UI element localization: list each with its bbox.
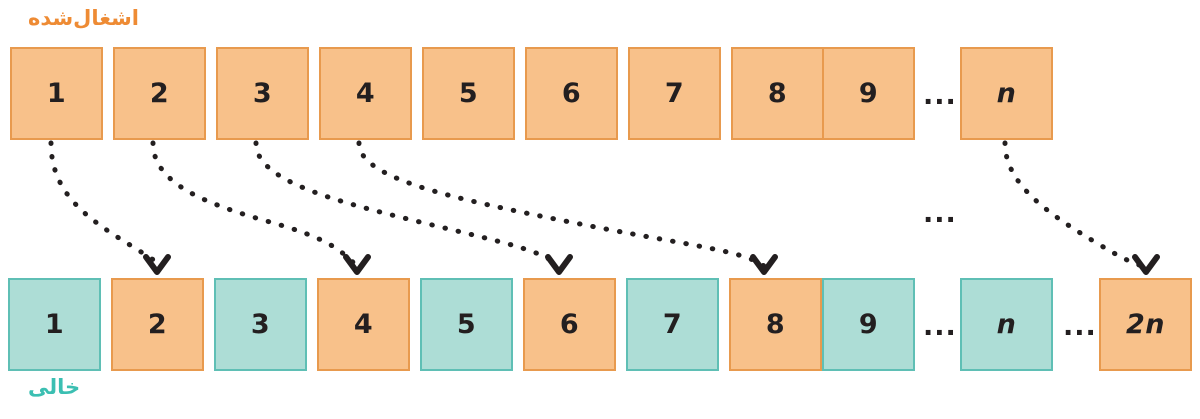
- arrow-head-4-to-8: [750, 254, 778, 275]
- arrow-path-n-to-2n: [1002, 140, 1149, 269]
- bottom-cell-6-value: 6: [559, 309, 580, 340]
- bottom-cell-4: 4: [317, 278, 410, 371]
- top-cell-7: 7: [628, 47, 721, 140]
- top-cell-8: 8: [731, 47, 824, 140]
- top-cell-3-value: 3: [252, 78, 273, 109]
- bottom-cell-8-value: 8: [765, 309, 786, 340]
- bottom-cell-7: 7: [626, 278, 719, 371]
- arrow-path-1-to-2: [48, 140, 161, 269]
- arrow-path-2-to-4: [150, 140, 360, 269]
- arrow-head-1-to-2: [143, 254, 171, 275]
- top-cell-n-value: n: [996, 78, 1017, 109]
- top-row-ellipsis-1: ...: [923, 80, 957, 111]
- bottom-cell-2n-value: 2n: [1125, 309, 1165, 340]
- bottom-cell-7-value: 7: [662, 309, 683, 340]
- top-cell-7-value: 7: [664, 78, 685, 109]
- bottom-row-ellipsis-2: ...: [1063, 311, 1097, 342]
- top-cell-5: 5: [422, 47, 515, 140]
- bottom-cell-5-value: 5: [456, 309, 477, 340]
- top-cell-8-value: 8: [767, 78, 788, 109]
- bottom-cell-1-value: 1: [44, 309, 65, 340]
- arrow-path-3-to-6: [253, 140, 562, 269]
- bottom-cell-2: 2: [111, 278, 204, 371]
- bottom-cell-5: 5: [420, 278, 513, 371]
- top-cell-2: 2: [113, 47, 206, 140]
- bottom-cell-2n: 2n: [1099, 278, 1192, 371]
- bottom-cell-2-value: 2: [147, 309, 168, 340]
- bottom-cell-n: n: [960, 278, 1053, 371]
- bottom-cell-4-value: 4: [353, 309, 374, 340]
- top-cell-1: 1: [10, 47, 103, 140]
- bottom-cell-9-value: 9: [858, 309, 879, 340]
- top-cell-1-value: 1: [46, 78, 67, 109]
- top-cell-3: 3: [216, 47, 309, 140]
- top-cell-n: n: [960, 47, 1053, 140]
- top-cell-6-value: 6: [561, 78, 582, 109]
- top-cell-4: 4: [319, 47, 412, 140]
- bottom-row-ellipsis-1: ...: [923, 311, 957, 342]
- legend-occupied-label: اشغال‌شده: [28, 6, 139, 30]
- arrow-head-2-to-4: [343, 254, 371, 275]
- bottom-cell-8: 8: [729, 278, 822, 371]
- bottom-cell-3: 3: [214, 278, 307, 371]
- top-cell-2-value: 2: [149, 78, 170, 109]
- bottom-cell-n-value: n: [996, 309, 1017, 340]
- bottom-cell-9: 9: [822, 278, 915, 371]
- bottom-cell-3-value: 3: [250, 309, 271, 340]
- top-cell-5-value: 5: [458, 78, 479, 109]
- top-cell-4-value: 4: [355, 78, 376, 109]
- top-cell-9-value: 9: [858, 78, 879, 109]
- top-cell-6: 6: [525, 47, 618, 140]
- bottom-cell-1: 1: [8, 278, 101, 371]
- arrow-head-n-to-2n: [1132, 254, 1160, 275]
- legend-empty-label: خالی: [28, 375, 81, 399]
- arrow-path-4-to-8: [356, 140, 767, 269]
- top-cell-9: 9: [822, 47, 915, 140]
- middle-ellipsis: ...: [923, 198, 957, 229]
- bottom-cell-6: 6: [523, 278, 616, 371]
- arrow-head-3-to-6: [545, 254, 573, 275]
